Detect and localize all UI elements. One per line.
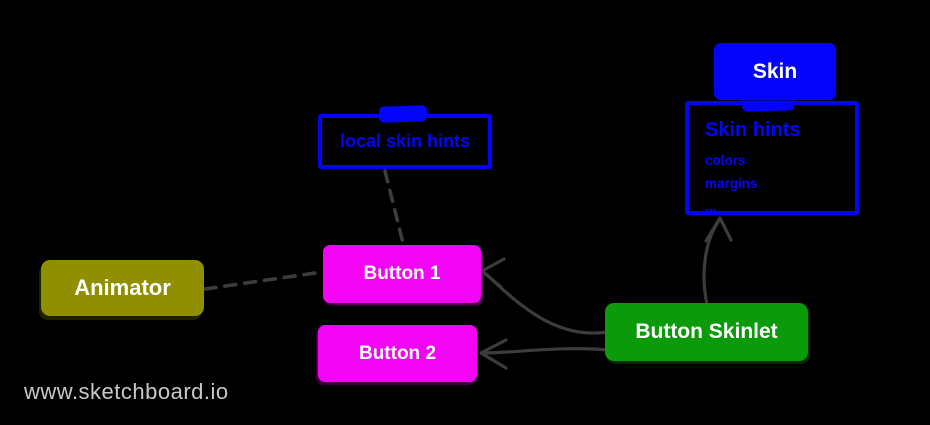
connector-skinlet-button1[interactable]	[480, 257, 609, 335]
node-button-1-label: Button 1	[363, 263, 441, 284]
skin-hints-item-margins: margins	[705, 176, 758, 191]
connector-localhints-button1[interactable]	[383, 169, 405, 245]
node-animator-label: Animator	[74, 275, 171, 300]
arrowhead-button1	[480, 257, 506, 289]
arrowhead-skinhints	[704, 216, 733, 243]
node-skin-label: Skin	[752, 59, 798, 83]
node-button-2-label: Button 2	[358, 342, 437, 364]
node-skin[interactable]: Skin	[714, 43, 836, 100]
node-button-1[interactable]: Button 1	[323, 245, 481, 303]
sketchboard-watermark: www.sketchboard.io	[24, 379, 229, 404]
node-button-skinlet-label: Button Skinlet	[635, 320, 778, 343]
connector-animator-button1[interactable]	[203, 270, 324, 291]
connector-skinlet-button2[interactable]	[479, 338, 609, 370]
skin-hints-title: Skin hints	[705, 119, 801, 141]
node-local-skin-hints-label: local skin hints	[339, 131, 471, 151]
node-button-2[interactable]: Button 2	[318, 325, 477, 382]
skin-hints-item-ellipsis: ...	[705, 199, 717, 214]
arrowhead-button2	[479, 338, 508, 370]
node-skin-hints[interactable]: Skin hints colors margins ...	[685, 101, 859, 215]
node-animator[interactable]: Animator	[41, 260, 204, 316]
node-local-skin-hints[interactable]: local skin hints	[318, 114, 492, 169]
node-button-skinlet[interactable]: Button Skinlet	[605, 303, 808, 361]
connector-skinlet-skinhints[interactable]	[702, 216, 733, 306]
skin-hints-item-colors: colors	[705, 153, 746, 168]
